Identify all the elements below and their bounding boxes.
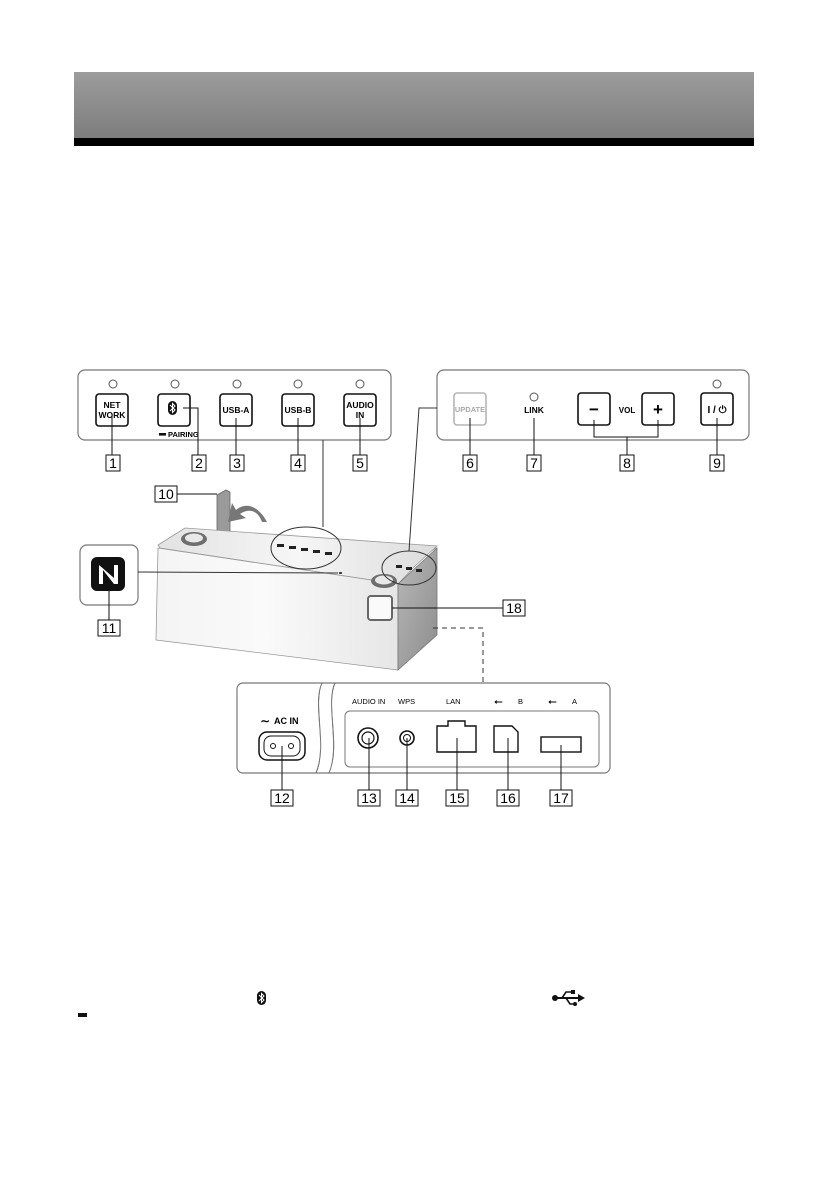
- callout-4: 4: [290, 454, 306, 472]
- svg-text:14: 14: [399, 790, 415, 806]
- nfc-callout: [79, 544, 339, 620]
- svg-text:2: 2: [195, 455, 203, 471]
- bluetooth-button[interactable]: [157, 393, 191, 427]
- callout-17: 17: [549, 789, 573, 807]
- svg-text:18: 18: [506, 600, 522, 616]
- svg-text:16: 16: [500, 790, 516, 806]
- svg-text:7: 7: [530, 455, 538, 471]
- callout-6: 6: [462, 454, 478, 472]
- callout-18: 18: [502, 599, 526, 617]
- vol-label: VOL: [619, 406, 636, 415]
- callout-11: 11: [97, 619, 121, 637]
- ac-in-label: AC IN: [274, 716, 299, 726]
- lan-label: LAN: [446, 697, 461, 706]
- svg-text:12: 12: [274, 790, 290, 806]
- lan-port[interactable]: [436, 720, 477, 753]
- network-indicator: [108, 379, 118, 389]
- svg-text:13: 13: [361, 790, 377, 806]
- callout-1: 1: [105, 454, 121, 472]
- link-indicator: [529, 392, 539, 402]
- audio-in-indicator: [355, 379, 365, 389]
- audio-in-jack-label: AUDIO IN: [352, 697, 385, 706]
- network-button-label-1: NET: [104, 400, 122, 410]
- callout-3: 3: [229, 454, 245, 472]
- side-button-panel: UPDATE LINK − VOL + I / ⏻: [436, 369, 750, 455]
- power-icon: I / ⏻: [707, 404, 726, 416]
- usb-a-port-label: A: [572, 697, 577, 706]
- usb-icon: ⭠: [548, 696, 557, 708]
- usb-a-button-label: USB-A: [223, 405, 250, 415]
- speaker-body: [155, 407, 484, 683]
- usb-b-port-label: B: [518, 697, 523, 706]
- svg-text:4: 4: [294, 455, 302, 471]
- bluetooth-icon: [168, 401, 177, 415]
- svg-text:5: 5: [356, 455, 364, 471]
- footnote-symbols: [78, 990, 585, 1017]
- bluetooth-icon: [257, 991, 266, 1005]
- callout-9: 9: [709, 454, 725, 472]
- usb-a-label-group: ⭠ A: [548, 696, 577, 708]
- svg-text:17: 17: [553, 790, 569, 806]
- callout-14: 14: [395, 789, 419, 807]
- usb-a-indicator: [232, 379, 242, 389]
- svg-text:11: 11: [102, 620, 117, 636]
- usb-b-button-label: USB-B: [285, 405, 312, 415]
- usb-b-indicator: [293, 379, 303, 389]
- section-header-rule: [74, 138, 754, 146]
- callout-5: 5: [352, 454, 368, 472]
- audio-in-jack[interactable]: [357, 727, 379, 749]
- svg-text:3: 3: [233, 455, 241, 471]
- pairing-label: PAIRING: [168, 430, 199, 439]
- ac-tilde-icon: ∼: [260, 714, 270, 728]
- volume-minus-label: −: [589, 400, 599, 419]
- svg-text:9: 9: [713, 455, 721, 471]
- pairing-label-group: PAIRING: [159, 430, 199, 439]
- power-button[interactable]: I / ⏻: [700, 392, 734, 426]
- section-header-band: [74, 72, 754, 138]
- audio-in-button-label-1: AUDIO: [346, 400, 374, 410]
- bluetooth-indicator: [170, 379, 180, 389]
- link-label: LINK: [524, 405, 545, 415]
- volume-plus-label: +: [653, 400, 663, 419]
- usb-b-port[interactable]: [493, 725, 519, 753]
- callout-12: 12: [270, 789, 294, 807]
- svg-text:8: 8: [623, 455, 631, 471]
- pairing-dash-icon: [159, 433, 166, 436]
- callout-16: 16: [496, 789, 520, 807]
- audio-in-button-label-2: IN: [356, 410, 365, 420]
- svg-text:10: 10: [158, 486, 174, 502]
- lift-arrow-icon: [228, 503, 267, 522]
- callout-15: 15: [445, 789, 469, 807]
- rear-connector-panel: ∼ AC IN AUDIO IN WPS LAN ⭠ B: [236, 682, 611, 790]
- usb-icon: ⭠: [494, 696, 503, 708]
- update-button-label: UPDATE: [455, 405, 485, 414]
- callout-8: 8: [619, 454, 635, 472]
- svg-text:6: 6: [466, 455, 474, 471]
- power-indicator: [712, 379, 722, 389]
- top-button-panel: NET WORK PAIRING USB-A USB-B: [77, 369, 392, 455]
- usb-icon: [552, 990, 585, 1006]
- svg-text:15: 15: [449, 790, 465, 806]
- callout-7: 7: [526, 454, 542, 472]
- svg-text:1: 1: [109, 455, 117, 471]
- usb-b-label-group: ⭠ B: [494, 696, 523, 708]
- callout-13: 13: [357, 789, 381, 807]
- callout-numbers: 1 2 3 4 5 6 7 8 9 10 11 12 13 14 15 16 1…: [97, 454, 725, 807]
- pairing-dash-icon: [78, 1013, 87, 1017]
- nfc-n-mark-icon: [91, 557, 125, 591]
- callout-2: 2: [191, 454, 207, 472]
- wps-label: WPS: [398, 697, 415, 706]
- callout-10: 10: [154, 485, 178, 503]
